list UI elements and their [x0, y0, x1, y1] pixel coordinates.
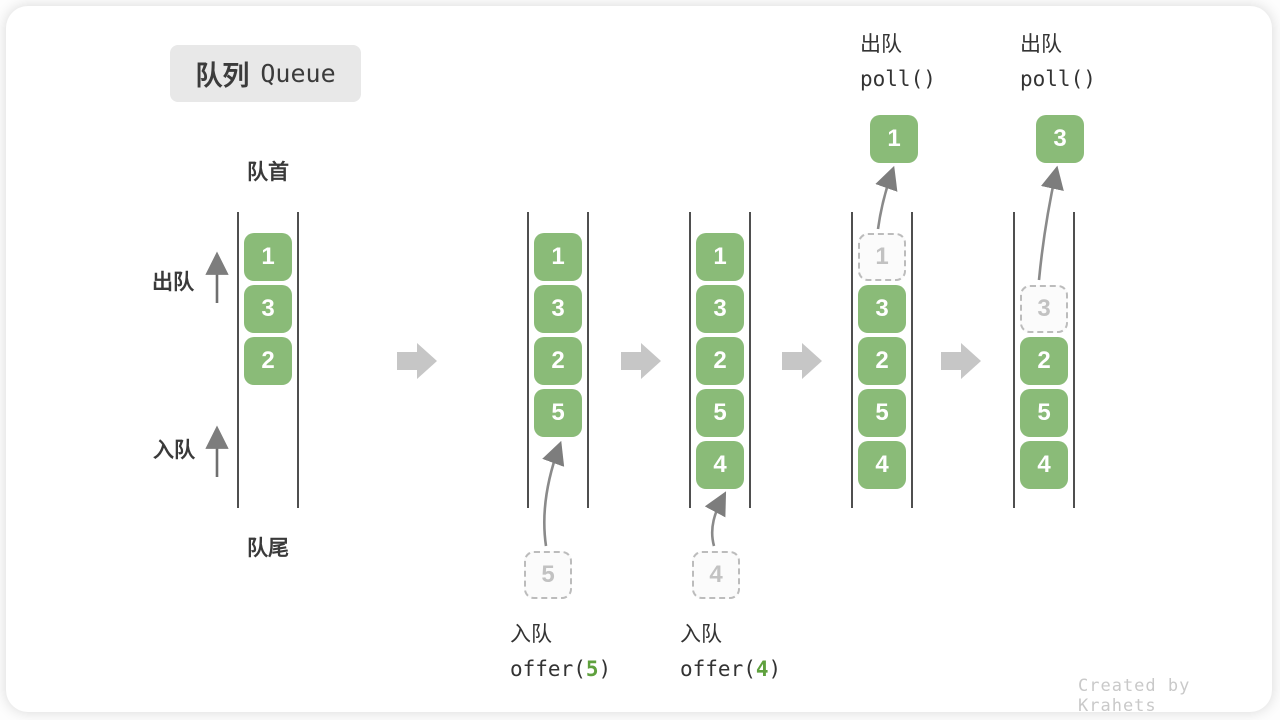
title-en: Queue	[260, 59, 336, 88]
code-arg: 4	[755, 657, 769, 681]
queue-item: 4	[696, 441, 744, 489]
code-arg: 5	[585, 657, 599, 681]
rail	[1073, 212, 1075, 508]
dequeue-label: 出队	[860, 33, 902, 56]
dequeue-operation-1: 出队 poll()	[860, 27, 936, 97]
figure-card	[6, 6, 1272, 712]
rail	[911, 212, 913, 508]
incoming-item: 4	[692, 551, 740, 599]
ghost-item: 3	[1020, 285, 1068, 333]
queue-item: 1	[534, 233, 582, 281]
dequeue-code: poll()	[1020, 67, 1096, 91]
queue-item: 1	[696, 233, 744, 281]
queue-item: 5	[858, 389, 906, 437]
queue-item: 4	[1020, 441, 1068, 489]
queue-item: 2	[858, 337, 906, 385]
rail	[1013, 212, 1015, 508]
label-queue-front: 队首	[247, 161, 289, 184]
code-close: )	[768, 657, 782, 681]
dequeue-label: 出队	[1020, 33, 1062, 56]
enqueue-operation-1: 入队 offer(5)	[510, 618, 611, 681]
enqueue-code: offer(5)	[510, 657, 611, 681]
popped-item: 3	[1036, 115, 1084, 163]
queue-item: 1	[244, 233, 292, 281]
title-box: 队列 Queue	[170, 45, 361, 102]
rail	[749, 212, 751, 508]
queue-item: 3	[858, 285, 906, 333]
enqueue-label: 入队	[510, 623, 552, 646]
dequeue-operation-2: 出队 poll()	[1020, 27, 1096, 97]
label-queue-rear: 队尾	[247, 537, 289, 560]
queue-item: 5	[696, 389, 744, 437]
queue-item: 3	[244, 285, 292, 333]
code-open: offer(	[510, 657, 586, 681]
queue-item: 2	[696, 337, 744, 385]
code-open: offer(	[680, 657, 756, 681]
rail	[237, 212, 239, 508]
watermark: Created by Krahets	[1078, 676, 1191, 716]
title-zh: 队列	[195, 61, 250, 91]
popped-item: 1	[870, 115, 918, 163]
ghost-item: 1	[858, 233, 906, 281]
queue-item: 5	[1020, 389, 1068, 437]
code-close: )	[598, 657, 612, 681]
enqueue-label: 入队	[680, 623, 722, 646]
label-enqueue-side: 入队	[153, 439, 195, 462]
incoming-item: 5	[524, 551, 572, 599]
queue-item: 4	[858, 441, 906, 489]
dequeue-code: poll()	[860, 67, 936, 91]
label-dequeue-side: 出队	[152, 271, 194, 294]
queue-item: 3	[696, 285, 744, 333]
queue-item: 2	[244, 337, 292, 385]
rail	[297, 212, 299, 508]
enqueue-code: offer(4)	[680, 657, 781, 681]
rail	[851, 212, 853, 508]
queue-item: 3	[534, 285, 582, 333]
rail	[527, 212, 529, 508]
rail	[587, 212, 589, 508]
queue-item: 2	[1020, 337, 1068, 385]
rail	[689, 212, 691, 508]
queue-item: 5	[534, 389, 582, 437]
enqueue-operation-2: 入队 offer(4)	[680, 618, 781, 681]
queue-item: 2	[534, 337, 582, 385]
